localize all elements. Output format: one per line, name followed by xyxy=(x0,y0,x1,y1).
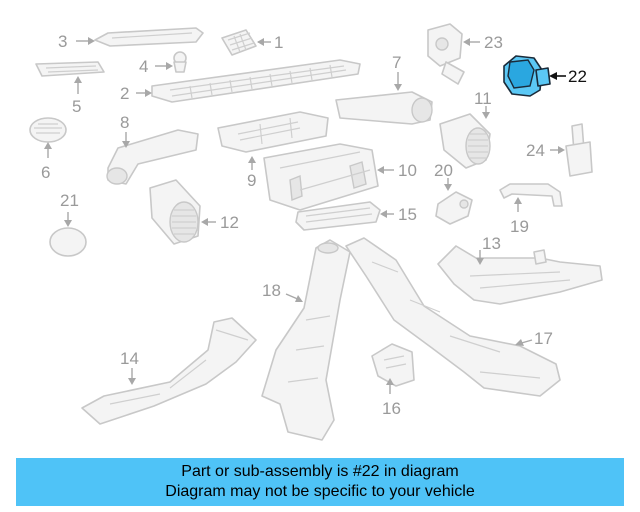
arrow-16 xyxy=(386,378,394,385)
callout-1: 1 xyxy=(274,33,283,52)
callout-19: 19 xyxy=(510,217,529,236)
part-22-highlighted[interactable] xyxy=(503,55,551,97)
arrow-19 xyxy=(514,197,522,204)
part-21[interactable] xyxy=(49,227,87,257)
callout-4: 4 xyxy=(139,57,148,76)
callout-5: 5 xyxy=(72,97,81,116)
callout-15: 15 xyxy=(398,205,417,224)
callout-23: 23 xyxy=(484,33,503,52)
callout-18: 18 xyxy=(262,281,281,300)
arrow-2 xyxy=(145,89,152,97)
arrow-6 xyxy=(44,142,52,149)
part-17[interactable] xyxy=(345,237,561,397)
part-5[interactable] xyxy=(35,61,105,77)
callout-14: 14 xyxy=(120,349,139,368)
arrow-3 xyxy=(88,37,95,45)
arrow-18 xyxy=(295,295,303,302)
callout-12: 12 xyxy=(220,213,239,232)
arrow-4 xyxy=(166,62,173,70)
arrow-9 xyxy=(248,156,256,163)
part-14[interactable] xyxy=(81,317,257,425)
arrow-1 xyxy=(257,38,264,46)
arrow-7 xyxy=(394,84,402,91)
part-23[interactable] xyxy=(427,23,465,85)
callout-3: 3 xyxy=(58,32,67,51)
part-16[interactable] xyxy=(371,343,415,387)
arrow-14 xyxy=(128,378,136,385)
part-20[interactable] xyxy=(435,191,473,225)
arrow-20 xyxy=(444,184,452,191)
callout-7: 7 xyxy=(392,53,401,72)
callout-10: 10 xyxy=(398,161,417,180)
part-19[interactable] xyxy=(499,183,563,207)
part-3[interactable] xyxy=(94,27,204,47)
arrow-23 xyxy=(463,38,470,46)
arrow-22 xyxy=(549,72,557,80)
callout-17: 17 xyxy=(534,329,553,348)
part-13[interactable] xyxy=(437,245,603,305)
callout-20: 20 xyxy=(434,161,453,180)
part-1[interactable] xyxy=(221,29,257,56)
arrow-21 xyxy=(64,220,72,227)
part-6[interactable] xyxy=(29,117,67,143)
callout-2: 2 xyxy=(120,84,129,103)
arrow-11 xyxy=(482,112,490,119)
arrow-12 xyxy=(201,218,208,226)
part-10[interactable] xyxy=(263,143,379,211)
info-banner: Part or sub-assembly is #22 in diagram D… xyxy=(16,458,624,506)
callout-8: 8 xyxy=(120,113,129,132)
arrow-5 xyxy=(74,76,82,83)
arrow-10 xyxy=(377,166,384,174)
callout-24: 24 xyxy=(526,141,545,160)
parts-diagram: 3 1 4 5 2 6 8 xyxy=(29,23,603,441)
arrow-17 xyxy=(515,339,524,346)
arrow-15 xyxy=(380,210,387,218)
arrow-13 xyxy=(476,258,484,265)
part-2[interactable] xyxy=(151,59,361,103)
callout-22: 22 xyxy=(568,67,587,86)
callout-9: 9 xyxy=(247,171,256,190)
callout-6: 6 xyxy=(41,163,50,182)
part-8[interactable] xyxy=(106,129,199,185)
arrow-24 xyxy=(558,146,565,154)
part-24[interactable] xyxy=(565,123,593,177)
part-4[interactable] xyxy=(173,51,187,73)
banner-line-part: Part or sub-assembly is #22 in diagram xyxy=(181,463,459,480)
part-18[interactable] xyxy=(261,239,351,441)
callout-21: 21 xyxy=(60,191,79,210)
callout-13: 13 xyxy=(482,234,501,253)
part-15[interactable] xyxy=(295,201,381,231)
part-9[interactable] xyxy=(217,111,329,153)
banner-line-disclaimer: Diagram may not be specific to your vehi… xyxy=(165,483,475,500)
callout-16: 16 xyxy=(382,399,401,418)
part-7[interactable] xyxy=(335,91,433,125)
part-11[interactable] xyxy=(439,113,491,169)
arrow-8 xyxy=(122,141,130,148)
callout-11: 11 xyxy=(474,89,492,108)
part-12[interactable] xyxy=(149,179,201,245)
